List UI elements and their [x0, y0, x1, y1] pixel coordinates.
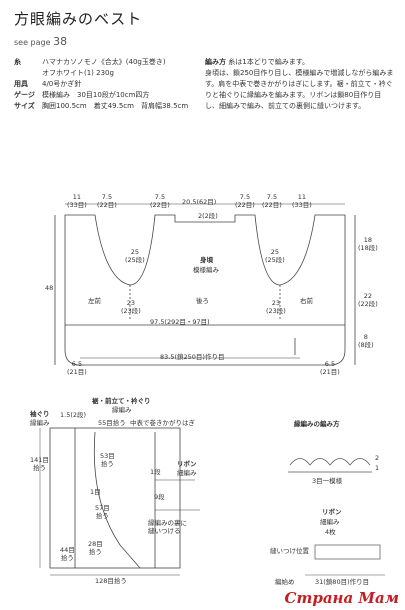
dim-foundation: 83.5(鎖250目)作り目 [160, 353, 225, 361]
shoulder-seam-note: 中表で巻きかがりはぎ [130, 419, 195, 427]
body-title: 身頃 [200, 256, 213, 264]
pick-44: 44目 拾う [60, 546, 75, 562]
row-1: 1段 [150, 468, 161, 476]
spec-row: オフホワイト(1) 230g [42, 69, 114, 77]
body-outline [64, 214, 346, 366]
body-stitch: 模様編み [193, 266, 219, 274]
dim-total-width: 97.5(292目・97目) [150, 318, 210, 326]
label-right-front: 右前 [300, 297, 313, 305]
front-edging-stitch: 縁編み [112, 406, 132, 414]
watermark: Страна Мам [284, 589, 399, 607]
spec-row: 糸ハマナカソノモノ《合太》(40g玉巻き) [14, 58, 166, 66]
dim-back-right-shoulder: 7.5 (22目) [235, 193, 255, 209]
dim-armhole-depth: 18 (18段) [358, 236, 378, 252]
ribbon-stitch: 細編み [177, 469, 197, 477]
vest-front-outline [49, 427, 181, 569]
edging-title: 縁編みの編み方 [294, 420, 340, 428]
shoulder-pick: 1.5(2段) [60, 411, 87, 419]
sew-note: 縁編みの裏に 縫いつける [148, 519, 187, 535]
dim-total-height: 48 [45, 284, 54, 292]
dim-left-width: 23 (23段) [121, 299, 141, 315]
dim-armhole-right: 25 (25段) [265, 248, 285, 264]
spec-row: ゲージ模様編み 30目10段が10cm四方 [14, 91, 150, 99]
label-back: 後ろ [196, 297, 209, 305]
dim-hem-depth: 8 (8段) [358, 333, 374, 349]
pick-57: 57目 拾う [95, 504, 110, 520]
ribbon-chain: 31(鎖80目)作り目 [315, 578, 370, 586]
ribbon-label: リボン [177, 460, 197, 468]
edging-row-2: 2 [375, 454, 380, 462]
knitting-method: 編み方 糸は1本どりで編みます。 身頃は、鎖250目作り目し、模様編みで増減しな… [205, 57, 395, 112]
dim-left-corner: 6.5 (21目) [67, 360, 87, 376]
ribbon-count: 4枚 [325, 528, 336, 536]
method-intro: 糸は1本どりで編みます。 [228, 58, 309, 66]
dim-left-shoulder: 11 (33目) [67, 193, 87, 209]
edging-repeat: 3目一模様 [312, 477, 343, 485]
pick-128: 128目拾う [95, 577, 127, 585]
armhole-edging-stitch: 縁編み [30, 419, 50, 427]
dim-back-left-shoulder: 7.5 (22目) [150, 193, 170, 209]
armhole-edging-label: 袖ぐり [30, 410, 50, 418]
row-1b: 1目 [90, 488, 101, 496]
pick-55: 55目拾う [98, 419, 126, 427]
dim-neck-depth: 2(2段) [198, 212, 218, 220]
dim-back-neck: 20.5(62目) [182, 198, 217, 206]
pick-53: 53目 拾う [100, 452, 115, 468]
start-label: 編始め [275, 578, 295, 586]
dim-left-neck: 7.5 (22目) [97, 193, 117, 209]
dim-right-width: 23 (23段) [266, 299, 286, 315]
edging-row-1: 1 [375, 464, 380, 472]
label-left-front: 左前 [88, 297, 101, 305]
ribbon-title: リボン [322, 508, 342, 516]
dim-right-neck: 7.5 (22目) [262, 193, 282, 209]
rows-9: 9段 [154, 493, 165, 501]
spec-row: サイズ胸囲100.5cm 着丈49.5cm 背肩幅38.5cm [14, 102, 189, 110]
page-title: 方眼編みのベスト [14, 10, 143, 28]
front-edging-label: 裾・前立て・衿ぐり [92, 397, 151, 405]
ribbon-diagram [314, 544, 381, 560]
see-page-label: see page [14, 38, 51, 47]
pick-141: 141目 拾う [30, 456, 49, 472]
method-title: 編み方 [205, 58, 226, 66]
dim-side-height: 22 (22段) [358, 292, 378, 308]
see-page-number: 38 [53, 35, 68, 48]
dim-right-shoulder: 11 (33目) [292, 193, 312, 209]
see-page: see page 38 [14, 35, 67, 48]
dim-right-corner: 6.5 (21目) [320, 360, 340, 376]
pick-28: 28目 拾う [88, 540, 103, 556]
method-body: 身頃は、鎖250目作り目し、模様編みで増減しながら編みます。肩を中表で巻きかがり… [205, 69, 394, 110]
sew-position: 縫いつけ位置 [270, 547, 309, 555]
dim-armhole-left: 25 (25段) [125, 248, 145, 264]
ribbon-stitch-right: 細編み [320, 518, 340, 526]
